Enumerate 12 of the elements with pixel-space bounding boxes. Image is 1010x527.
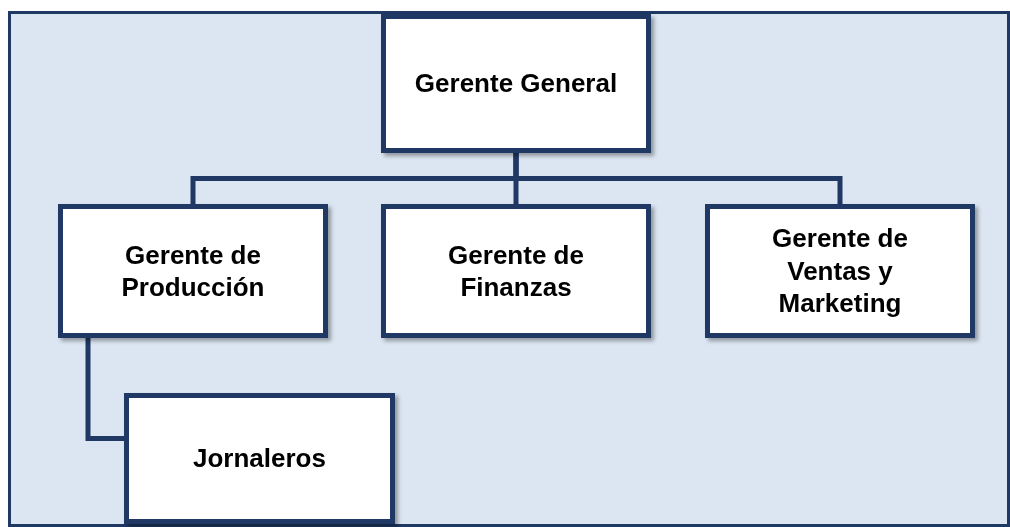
role-label: Gerente de Finanzas: [447, 238, 585, 304]
role-label: Gerente de Producción: [120, 238, 266, 304]
org-box: [381, 204, 651, 338]
connector-line: [513, 153, 843, 204]
role-label: Jornaleros: [192, 442, 327, 475]
org-box: [705, 204, 975, 338]
org-box: [58, 204, 328, 338]
role-label: Gerente General: [413, 67, 619, 100]
connector-line: [85, 338, 124, 441]
org-box: [381, 14, 651, 153]
role-label: Gerente de Ventas y Marketing: [771, 222, 909, 320]
org-box: [124, 393, 395, 524]
